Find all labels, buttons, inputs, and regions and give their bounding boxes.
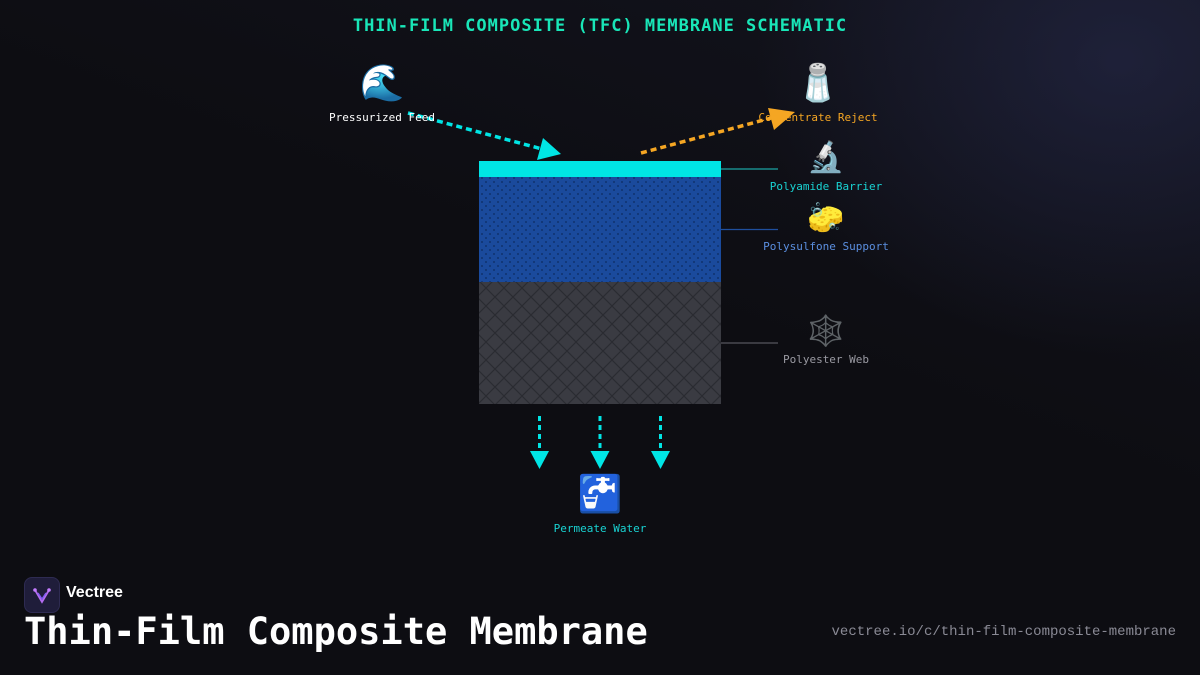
diagram-title: THIN-FILM COMPOSITE (TFC) MEMBRANE SCHEM…	[352, 16, 848, 36]
reject-arrowhead	[768, 108, 795, 130]
feed-label: Pressurized Feed	[329, 111, 435, 124]
page-title: Thin-Film Composite Membrane	[24, 610, 648, 653]
permeate-arrows	[530, 416, 670, 469]
feed-arrowhead	[537, 138, 561, 160]
source-url[interactable]: vectree.io/c/thin-film-composite-membran…	[831, 624, 1176, 640]
polysulfone-support-label: Polysulfone Support	[763, 240, 889, 253]
reject-label: Concentrate Reject	[758, 111, 878, 124]
water-tap-icon: 🚰	[577, 474, 623, 515]
polyamide-barrier-layer	[479, 161, 721, 177]
permeate-label: Permeate Water	[553, 522, 647, 535]
sponge-icon: 🧽	[807, 201, 845, 236]
feed-arrow	[407, 111, 543, 151]
water-wave-icon: 🌊	[359, 63, 405, 104]
polyester-web-label: Polyester Web	[782, 353, 870, 366]
microscope-icon: 🔬	[807, 140, 845, 175]
brand-name: Vectree	[66, 584, 123, 601]
spider-web-icon: 🕸️	[807, 314, 845, 349]
reject-arrow	[640, 115, 776, 155]
vectree-logo-icon	[24, 577, 60, 613]
polyamide-barrier-label: Polyamide Barrier	[769, 180, 883, 193]
salt-shaker-icon: 🧂	[795, 63, 841, 104]
